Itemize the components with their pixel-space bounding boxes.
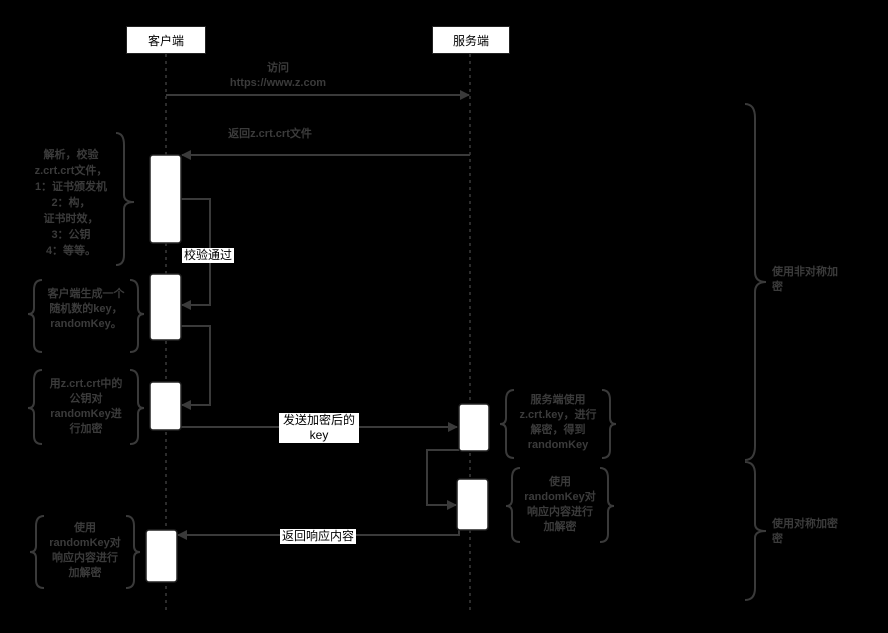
note-line: randomKey	[527, 439, 589, 451]
visit-label-line1: 访问	[267, 62, 289, 74]
client-activation-1	[149, 154, 182, 244]
participant-server: 服务端	[432, 26, 510, 54]
phase-label-line2: 密	[772, 533, 783, 545]
brace-client-encrypt-left	[27, 369, 43, 445]
note-line: 响应内容进行	[527, 506, 593, 518]
note-line: randomKey进	[50, 408, 122, 420]
phase-label-line1: 使用非对称加	[772, 266, 838, 278]
note-line: 随机数的key，	[49, 303, 123, 315]
note-client-verify: 解析，校验 z.crt.crt文件， 1：证书颁发机 2：构， 证书时效， 3：…	[20, 147, 122, 259]
note-line: 用z.crt.crt中的	[49, 378, 123, 390]
brace-client-verify	[115, 132, 135, 266]
note-line: 4：等等。	[45, 245, 97, 257]
verify-passed-label: 校验通过	[182, 248, 235, 263]
participant-client: 客户端	[126, 26, 206, 54]
brace-asymmetric-phase	[744, 103, 767, 461]
return-response-label: 返回响应内容	[280, 529, 357, 544]
send-key-label-line2: key	[309, 428, 329, 442]
phase-label-line1: 使用对称加密	[772, 518, 838, 530]
send-key-label-line1: 发送加密后的	[282, 413, 355, 427]
note-line: 客户端生成一个	[47, 288, 125, 300]
note-line: 解析，校验	[43, 149, 99, 161]
note-client-generate: 客户端生成一个 随机数的key， randomKey。	[36, 287, 136, 332]
note-line: 加解密	[68, 567, 102, 579]
visit-label: 访问 https://www.z.com	[200, 61, 356, 91]
note-line: randomKey对	[49, 537, 121, 549]
brace-client-encrypt-right	[129, 369, 145, 445]
server-self-call	[426, 449, 459, 510]
note-server-encrypt: 使用 randomKey对 响应内容进行 加解密	[514, 475, 606, 535]
phase-label-line2: 密	[772, 281, 783, 293]
note-line: 3：公钥	[51, 229, 91, 241]
client-activation-4	[145, 529, 178, 583]
brace-server-decrypt-left	[499, 389, 515, 459]
note-line: randomKey对	[524, 491, 596, 503]
note-client-decrypt: 使用 randomKey对 响应内容进行 加解密	[38, 521, 132, 581]
note-line: 服务端使用	[530, 394, 586, 406]
note-client-encrypt: 用z.crt.crt中的 公钥对 randomKey进 行加密	[36, 377, 136, 437]
note-line: 加解密	[543, 521, 577, 533]
generate-self-call	[180, 325, 211, 410]
note-line: 响应内容进行	[52, 552, 118, 564]
visit-label-line2: https://www.z.com	[229, 77, 327, 89]
brace-server-encrypt-left	[505, 467, 521, 543]
note-line: 1：证书颁发机	[34, 181, 108, 193]
note-line: 使用	[74, 522, 96, 534]
note-line: randomKey。	[50, 318, 122, 330]
note-line: z.crt.crt文件，	[34, 165, 108, 177]
note-line: 行加密	[69, 423, 103, 435]
server-activation-1	[458, 403, 490, 452]
client-activation-3	[149, 381, 182, 431]
note-line: z.crt.key，进行	[519, 409, 597, 421]
brace-client-decrypt-right	[125, 515, 141, 589]
server-activation-2	[456, 478, 489, 531]
brace-server-decrypt-right	[601, 389, 617, 459]
brace-client-generate-left	[27, 279, 43, 353]
brace-client-generate-right	[129, 279, 145, 353]
note-line: 使用	[549, 476, 571, 488]
note-server-decrypt: 服务端使用 z.crt.key，进行 解密，得到 randomKey	[508, 393, 608, 453]
brace-client-decrypt-left	[29, 515, 45, 589]
send-key-label: 发送加密后的 key	[279, 413, 359, 443]
note-line: 证书时效，	[43, 213, 99, 225]
brace-server-encrypt-right	[599, 467, 615, 543]
note-line: 公钥对	[69, 393, 103, 405]
brace-symmetric-phase	[744, 461, 767, 601]
client-activation-2	[149, 273, 182, 341]
phase-symmetric-label: 使用对称加密 密	[772, 517, 838, 547]
phase-asymmetric-label: 使用非对称加 密	[772, 265, 838, 295]
return-cert-label: 返回z.crt.crt文件	[228, 128, 312, 140]
note-line: 2：构，	[51, 197, 91, 209]
note-line: 解密，得到	[530, 424, 586, 436]
